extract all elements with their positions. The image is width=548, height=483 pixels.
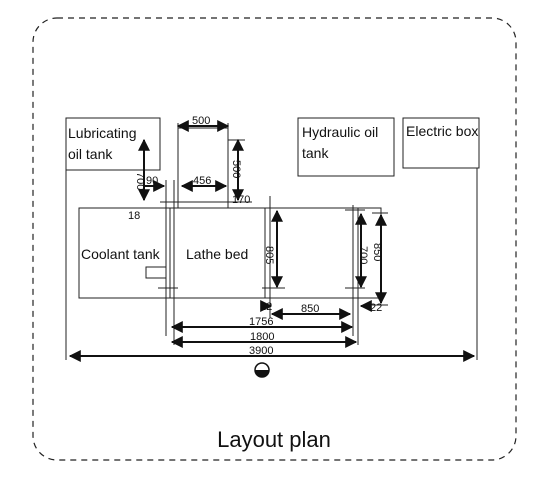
page-title: Layout plan: [217, 427, 331, 452]
coolant-pump-small-box: [145, 266, 167, 279]
dim-805: 805: [263, 246, 275, 264]
lubricating-oil-tank-box: [65, 117, 161, 171]
lubricating-oil-tank-label-line1: Lubricating: [68, 125, 137, 141]
outer-frame: [32, 17, 517, 461]
dim-1756: 1756: [249, 316, 273, 328]
dim-90: 90: [146, 175, 158, 187]
dim-700-right: 700: [357, 246, 369, 264]
electric-box: [402, 117, 480, 169]
lubricating-oil-tank-label-line2: oil tank: [68, 146, 113, 162]
dim-18: 18: [128, 210, 140, 222]
hydraulic-oil-tank-label-line2: tank: [302, 145, 329, 161]
dim-3900: 3900: [249, 345, 273, 357]
machine-top-box: [177, 127, 229, 209]
dim-170: 170: [232, 194, 250, 206]
hydraulic-oil-tank-label-line1: Hydraulic oil: [302, 124, 378, 140]
electric-box-label: Electric box: [406, 123, 478, 139]
dim-22-left: 22: [260, 301, 272, 313]
dim-456: 456: [193, 175, 211, 187]
coolant-tank-label: Coolant tank: [81, 246, 161, 262]
dim-700-left: 700: [134, 172, 146, 190]
lathe-bed-label: Lathe bed: [186, 246, 248, 262]
half-filled-circle-icon: [254, 362, 270, 378]
dim-500-side: 500: [230, 160, 242, 178]
dim-850-vertical: 850: [371, 243, 383, 261]
dim-500-top: 500: [192, 115, 210, 127]
dim-850-horizontal: 850: [301, 303, 319, 315]
hydraulic-oil-tank-box: [297, 117, 395, 177]
dim-1800: 1800: [250, 331, 274, 343]
dim-22-right: 22: [370, 302, 382, 314]
